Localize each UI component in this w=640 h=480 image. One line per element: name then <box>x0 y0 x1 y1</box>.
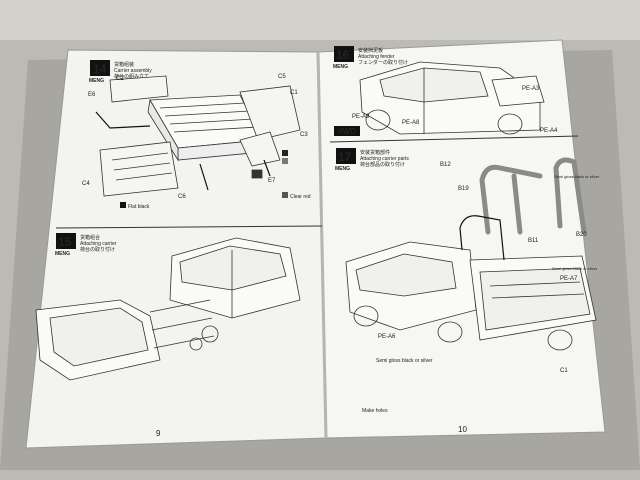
step-15-truck-drawing <box>35 237 301 381</box>
part-label-e7: E7 <box>268 178 276 184</box>
step-14-number-box <box>90 60 110 76</box>
paint-swatch-1 <box>282 150 288 156</box>
four-wd-badge <box>334 126 360 136</box>
step-17-brand: MENG <box>335 166 350 172</box>
wall-background <box>0 0 640 40</box>
part-label-c4: C4 <box>82 181 90 187</box>
step-15-title-cn: 货箱组合 <box>80 234 100 241</box>
part-label-pe-a3: PE-A3 <box>522 86 540 92</box>
step-14-title-cn: 货箱组装 <box>114 61 134 68</box>
step-17-number-box <box>336 148 356 164</box>
note-clear-red: Clear red <box>290 194 311 200</box>
note-semi-gloss-2: Semi gloss black or silver <box>554 174 600 179</box>
page-number-left: 9 <box>156 429 161 438</box>
part-label-pe-a6: PE-A6 <box>378 334 396 340</box>
step-17-title-en: Attaching carrier parts <box>360 156 409 162</box>
part-label-c1-step17: C1 <box>560 368 568 374</box>
step-16-truck-drawing <box>359 61 545 135</box>
page-number-right: 10 <box>458 425 467 434</box>
part-label-pe-a4: PE-A4 <box>540 128 558 134</box>
step-17-header: 17 MENG 安装货箱部件 Attaching carrier parts 荷… <box>335 148 409 172</box>
step-17-number: 17 <box>338 150 352 164</box>
step-14-title-en: Carrier assembly <box>114 68 152 74</box>
part-label-b19: B19 <box>458 186 469 192</box>
step-14-brand: MENG <box>89 78 104 84</box>
step-14-carrier-drawing <box>95 75 301 197</box>
step-15-number-box <box>56 233 76 249</box>
note-make-holes: Make holes <box>362 408 388 414</box>
part-label-c1: C1 <box>290 90 298 96</box>
step-17-truck-drawing <box>345 215 597 351</box>
step-16-brand: MENG <box>333 64 348 70</box>
part-label-b20: B20 <box>576 232 587 238</box>
step-16-title-en: Attaching fender <box>358 54 395 60</box>
clear-red-swatch <box>282 192 288 198</box>
note-flat-black: Flat black <box>128 204 150 210</box>
step-15-number: 15 <box>58 235 72 249</box>
step-divider-left <box>55 225 323 229</box>
note-semi-gloss: Semi gloss black or silver <box>376 358 433 364</box>
step-15-brand: MENG <box>55 251 70 257</box>
part-label-b12: B12 <box>440 162 451 168</box>
part-label-c5: C5 <box>278 74 286 80</box>
part-label-e6: E6 <box>88 92 96 98</box>
part-label-pe-a7: PE-A7 <box>560 276 578 282</box>
step-15-title-jp: 荷台の取り付け <box>80 246 115 253</box>
step-16-header: 16 MENG 安装挡泥板 Attaching fender フェンダーの取り付… <box>333 46 408 70</box>
step-16-title-cn: 安装挡泥板 <box>358 47 383 54</box>
step-14-header: 14 MENG 货箱组装 Carrier assembly 荷台の組み立て <box>89 60 152 84</box>
note-semi-gloss-3: Semi gloss black or silver <box>552 266 598 271</box>
step-17-title-jp: 荷台部品の取り付け <box>360 161 405 168</box>
step-16-number: 16 <box>336 48 350 62</box>
paint-swatch-2 <box>282 158 288 164</box>
step-15-header: 15 MENG 货箱组合 Attaching carrier 荷台の取り付け <box>55 233 117 257</box>
part-label-c3: C3 <box>300 132 308 138</box>
step-17-title-cn: 安装货箱部件 <box>360 149 390 156</box>
part-label-b11: B11 <box>528 238 539 244</box>
step-14-number: 14 <box>93 62 107 76</box>
step-divider-right <box>329 135 579 143</box>
step-14-title-jp: 荷台の組み立て <box>114 73 149 80</box>
part-label-pe-a9: PE-A9 <box>352 114 370 120</box>
booklet-spine <box>316 51 328 439</box>
part-label-pe-a8: PE-A8 <box>402 120 420 126</box>
part-label-c2: C2 <box>116 76 124 82</box>
step-16-title-jp: フェンダーの取り付け <box>358 59 408 66</box>
step-17-roll-bar <box>479 157 587 235</box>
note-4wd: 4WD <box>338 127 356 136</box>
flat-black-swatch <box>120 202 126 208</box>
part-label-c6: C6 <box>178 194 186 200</box>
step-15-title-en: Attaching carrier <box>80 241 117 247</box>
step-16-number-box <box>334 46 354 62</box>
